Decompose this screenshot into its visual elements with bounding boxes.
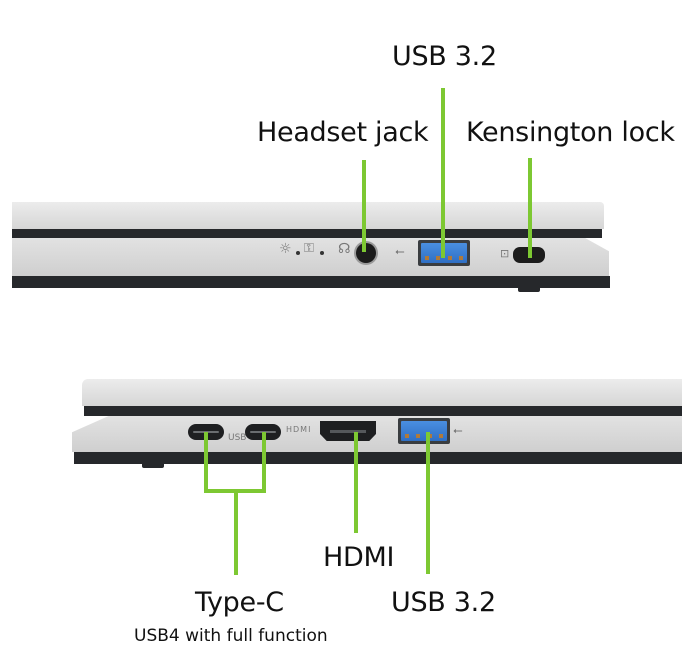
callout-line-typec-2: [262, 432, 266, 492]
indicator-dot: [296, 251, 300, 255]
laptop-base: [12, 238, 609, 276]
headset-jack-port: [356, 243, 376, 263]
usb-logo-marking: USB: [228, 433, 247, 443]
callout-line-typec-stem: [234, 489, 238, 575]
hdmi-port: [320, 421, 376, 441]
label-kensington-lock: Kensington lock: [466, 117, 675, 148]
foot: [142, 464, 164, 468]
hdmi-marking: HDMI: [286, 425, 312, 434]
callout-line-usb-top: [441, 88, 445, 258]
callout-line-typec-1: [204, 432, 208, 492]
lock-icon: ⊡: [500, 247, 510, 260]
label-headset-jack: Headset jack: [257, 117, 429, 148]
base-bottom: [12, 276, 610, 288]
usb-icon: ⭠: [453, 423, 463, 437]
callout-line-usb-bottom: [426, 432, 430, 574]
callout-line-kensington: [528, 158, 532, 258]
laptop-lid: [12, 202, 604, 229]
label-hdmi: HDMI: [323, 542, 395, 573]
label-type-c-subtitle: USB4 with full function: [134, 626, 328, 646]
label-type-c: Type-C: [195, 587, 284, 618]
lid-hinge-gap: [84, 406, 682, 416]
laptop-lid: [82, 379, 682, 406]
label-usb-top: USB 3.2: [392, 41, 497, 72]
battery-icon: ⚿: [304, 241, 314, 256]
lid-hinge-gap: [12, 229, 602, 238]
callout-line-hdmi: [354, 432, 358, 533]
usb-icon: ⭠: [395, 244, 405, 258]
headset-icon: ☊: [338, 241, 351, 257]
label-usb-bottom: USB 3.2: [391, 587, 496, 618]
foot: [518, 288, 540, 292]
sun-icon: ☼: [279, 241, 292, 257]
indicator-dot: [320, 251, 324, 255]
laptop-base: [72, 416, 682, 452]
base-bottom: [74, 452, 682, 464]
callout-line-headset: [362, 160, 366, 252]
usb-3-2-port-bottom: [398, 418, 450, 444]
